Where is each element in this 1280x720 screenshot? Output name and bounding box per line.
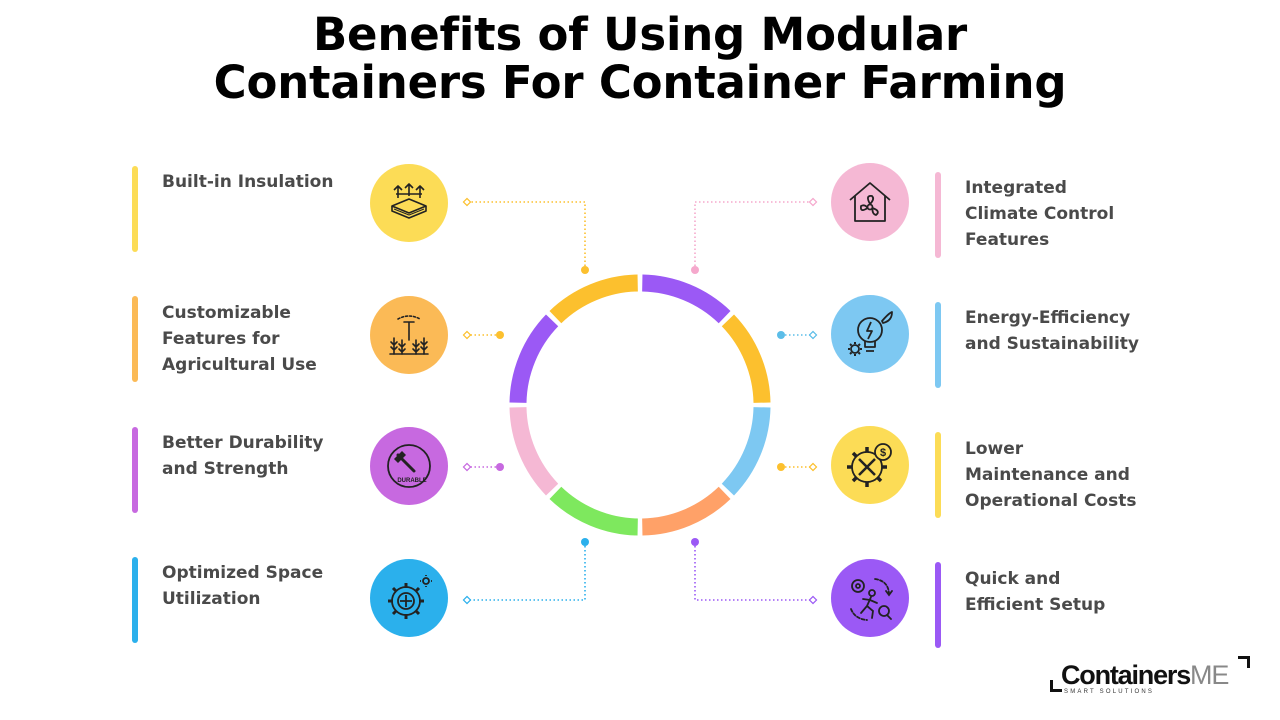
benefit-bar-4 [132,557,138,643]
connector-2 [462,330,504,340]
house-fan-icon [849,182,891,222]
benefit-circle-5 [831,163,909,241]
benefit-label-built-in-insulation: Built-in Insulation [162,172,334,192]
benefit-label-lower-costs: Lower Maintenance and Operational Costs [965,439,1137,511]
logo-tagline: SMART SOLUTIONS [1064,689,1155,695]
connector-7 [777,462,818,472]
benefit-label-climate-control: Integrated Climate Control Features [965,178,1115,250]
logo-name: Containers [1061,660,1191,690]
connector-3 [462,462,504,472]
ring-segment-8 [549,274,639,324]
connector-5 [691,197,818,274]
benefit-circle-2 [370,296,448,374]
logo-corner-left [1050,680,1062,692]
running-person-gear-icon [850,578,893,621]
ring-segment-4 [641,486,731,536]
page-title: Benefits of Using Modular Containers For… [0,8,1280,109]
durable-text: DURABLE [397,478,426,484]
benefit-label-space-utilization: Optimized Space Utilization [162,563,324,609]
benefit-bar-1 [132,166,138,252]
benefit-label-quick-setup: Quick and Efficient Setup [965,569,1106,615]
containersme-logo: ContainersME SMART SOLUTIONS [1050,656,1250,700]
insulation-icon [391,183,427,219]
benefit-label-durability: Better Durability and Strength [162,433,324,479]
benefit-circle-4 [370,559,448,637]
title-line-1: Benefits of Using Modular [312,8,968,61]
ring-segment-5 [549,486,639,536]
benefit-bar-6 [935,302,941,388]
logo-suffix: ME [1190,660,1229,690]
benefit-circle-3: DURABLE [370,427,448,505]
connector-1 [462,197,589,274]
title-line-2: Containers For Container Farming [213,56,1067,109]
gear-target-icon [388,575,432,619]
connector-4 [462,538,589,605]
ring-segment-7 [509,314,559,404]
ring-segment-1 [641,274,731,324]
connector-8 [691,538,818,605]
connector-lines [462,197,818,605]
gear-tools-dollar-icon: $ [847,443,892,487]
logo-corner-right [1238,656,1250,668]
benefit-circle-8 [831,559,909,637]
benefit-circle-6 [831,295,909,373]
center-ring [509,274,771,536]
ring-segment-6 [509,406,559,496]
connector-6 [777,330,818,340]
benefit-circle-1 [370,164,448,242]
benefit-label-energy-efficiency: Energy-Efficiency and Sustainability [965,308,1139,354]
benefit-label-customizable: Customizable Features for Agricultural U… [162,303,317,375]
bulb-leaf-icon [848,311,893,356]
benefit-bar-7 [935,432,941,518]
benefit-bar-2 [132,296,138,382]
benefit-circle-7: $ [831,426,909,504]
sprinkler-crops-icon [389,315,429,355]
logo-wordmark: ContainersME [1061,660,1229,691]
ring-segment-2 [721,314,771,404]
hammer-durable-icon: DURABLE [387,444,431,488]
benefit-bar-3 [132,427,138,513]
benefit-bar-5 [935,172,941,258]
ring-segment-3 [721,406,771,496]
svg-text:$: $ [880,447,886,459]
benefit-bar-8 [935,562,941,648]
